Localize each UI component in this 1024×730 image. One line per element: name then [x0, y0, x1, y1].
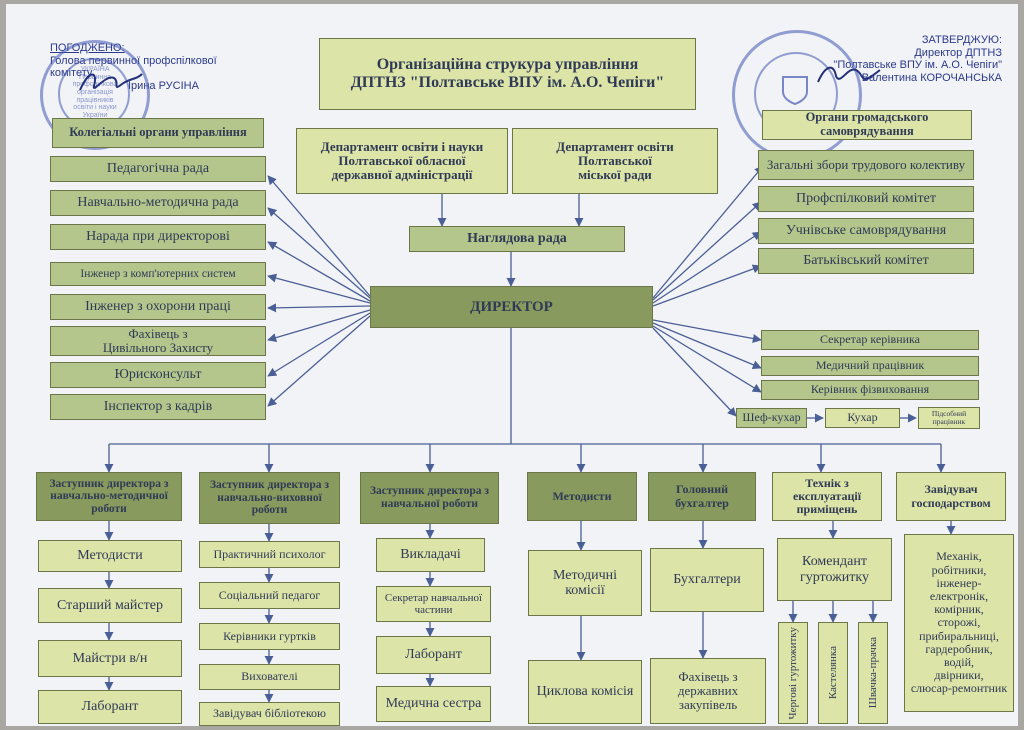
collegial-bodies-header: Колегіальні органи управління — [52, 118, 264, 148]
kitchen-cook: Кухар — [825, 408, 900, 428]
branch-3-item-2: Секретар навчальної частини — [376, 586, 491, 622]
left-stamp-line-5: освіти і науки України — [73, 104, 117, 120]
staff-safety-engineer: Інженер з охорони праці — [50, 294, 266, 320]
org-chart-sheet: Організаційна струкура управління ДПТНЗ … — [6, 4, 1018, 726]
left-signature — [79, 73, 143, 91]
branch-2-item-1: Практичний психолог — [199, 541, 340, 568]
right-approval-name: Валентина КОРОЧАНСЬКА — [861, 71, 1002, 84]
branch-3-item-4: Медична сестра — [376, 686, 491, 722]
left-stamp-line-4: працівників — [76, 96, 114, 104]
department-regional: Департамент освіти і науки Полтавської о… — [296, 128, 508, 194]
chart-title-line-1: Організаційна струкура управління — [376, 56, 639, 74]
public-union-committee: Профспілковий комітет — [758, 186, 974, 212]
branch-6-item-4: Швачка-прачка — [858, 622, 888, 724]
branch-6-item-2-label: Чергові гуртожитку — [786, 626, 799, 720]
public-general-meeting: Загальні збори трудового колективу — [758, 150, 974, 180]
branch-2-item-4: Вихователі — [199, 664, 340, 690]
branch-6-item-3-label: Кастелянка — [826, 646, 839, 700]
branch-7-item-1: Механік, робітники, інженер- електронік,… — [904, 534, 1014, 712]
collegial-pedagogical-council: Педагогічна рада — [50, 156, 266, 182]
kitchen-chef: Шеф-кухар — [736, 408, 807, 428]
right-signature — [817, 66, 881, 83]
branch-6-item-4-label: Швачка-прачка — [866, 637, 879, 709]
branch-5-item-2: Фахівець з державних закупівель — [650, 658, 766, 724]
right-approval-org: "Полтавське ВПУ ім. А.О. Чепіги" — [833, 59, 1002, 72]
staff-hr-inspector: Інспектор з кадрів — [50, 394, 266, 420]
branch-4-head: Методисти — [527, 472, 637, 521]
staff-physical-education-head: Керівник фізвиховання — [761, 380, 979, 400]
branch-5-head: Головний бухгалтер — [648, 472, 756, 521]
branch-2-head: Заступник директора з навчально-виховної… — [199, 472, 340, 524]
right-stamp-emblem — [782, 76, 808, 106]
public-student-government: Учнівське самоврядування — [758, 218, 974, 244]
collegial-methodical-council: Навчально-методична рада — [50, 190, 266, 216]
branch-7-head: Завідувач господарством — [896, 472, 1006, 521]
branch-1-item-4: Лаборант — [38, 690, 182, 724]
right-approval: ЗАТВЕРДЖУЮ: Директор ДПТНЗ "Полтавське В… — [808, 34, 1002, 85]
left-stamp — [40, 40, 150, 150]
staff-computer-engineer: Інженер з комп'ютерних систем — [50, 262, 266, 286]
collegial-director-meeting: Нарада при директорові — [50, 224, 266, 250]
branch-2-item-5: Завідувач бібліотекою — [199, 702, 340, 726]
chart-title: Організаційна струкура управління ДПТНЗ … — [319, 38, 696, 110]
branch-1-head: Заступник директора з навчально-методичн… — [36, 472, 182, 521]
staff-secretary: Секретар керівника — [761, 330, 979, 350]
branch-4-item-2: Циклова комісія — [528, 660, 642, 724]
director: ДИРЕКТОР — [370, 286, 653, 328]
staff-civil-defense: Фахівець з Цивільного Захисту — [50, 326, 266, 356]
staff-medical-worker: Медичний працівник — [761, 356, 979, 376]
left-stamp-line-3: організація — [77, 89, 113, 97]
branch-3-item-1: Викладачі — [376, 538, 485, 572]
kitchen-helper: Підсобний працівник — [918, 407, 980, 429]
public-bodies-header: Органи громадського самоврядування — [762, 110, 972, 140]
branch-6-item-1: Комендант гуртожитку — [777, 538, 892, 601]
connector-lines — [104, 165, 956, 703]
branch-3-item-3: Лаборант — [376, 636, 491, 674]
branch-4-item-1: Методичні комісії — [528, 550, 642, 616]
branch-2-item-2: Соціальний педагог — [199, 582, 340, 609]
right-approval-position: Директор ДПТНЗ — [914, 46, 1002, 59]
branch-6-head: Технік з експлуатації приміщень — [772, 472, 882, 521]
staff-legal-advisor: Юрисконсульт — [50, 362, 266, 388]
chart-title-line-2: ДПТНЗ "Полтавське ВПУ ім. А.О. Чепіги" — [350, 74, 665, 91]
department-city: Департамент освіти Полтавської міської р… — [512, 128, 718, 194]
branch-1-item-2: Старший майстер — [38, 588, 182, 623]
left-stamp-line-1: УКРАЇНА — [80, 66, 110, 73]
branch-1-item-3: Майстри в/н — [38, 640, 182, 677]
branch-1-item-1: Методисти — [38, 540, 182, 572]
branch-3-head: Заступник директора з навчальної роботи — [360, 472, 499, 524]
right-approval-label: ЗАТВЕРДЖУЮ: — [921, 34, 1002, 46]
branch-2-item-3: Керівники гуртків — [199, 623, 340, 650]
public-parents-committee: Батьківський комітет — [758, 248, 974, 274]
supervisory-board: Наглядова рада — [409, 226, 625, 252]
branch-5-item-1: Бухгалтери — [650, 548, 764, 612]
branch-6-item-3: Кастелянка — [818, 622, 848, 724]
branch-6-item-2: Чергові гуртожитку — [778, 622, 808, 724]
